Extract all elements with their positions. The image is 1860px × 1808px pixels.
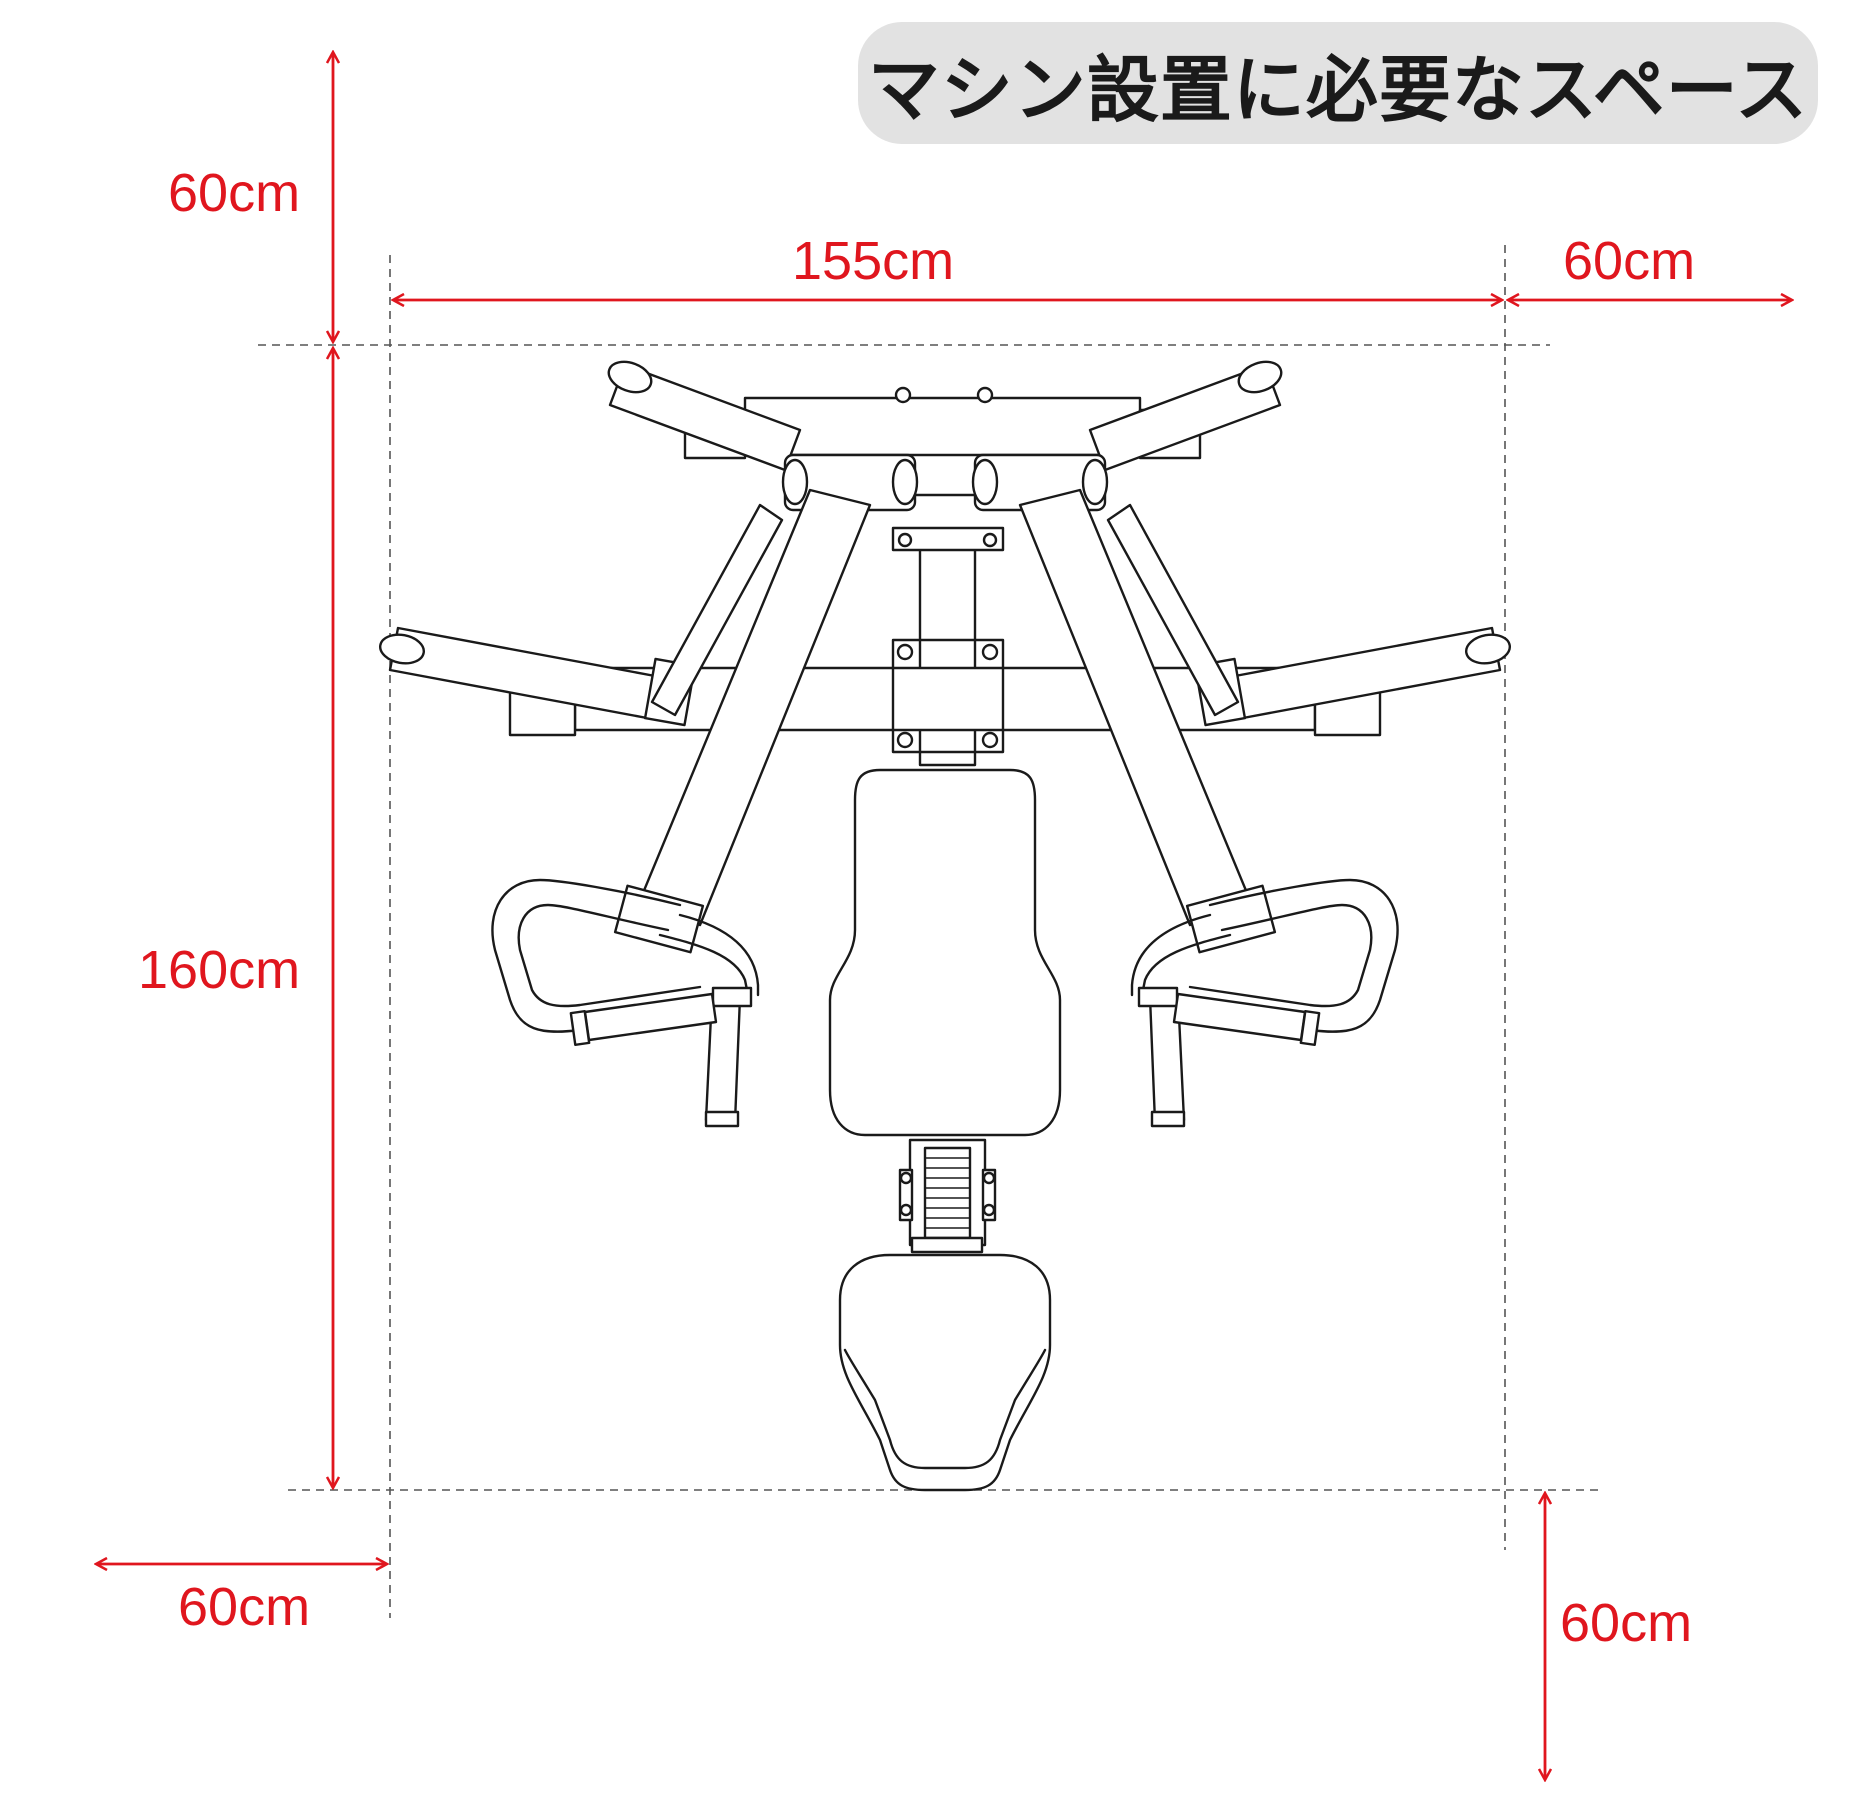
press-arm-left [636, 488, 872, 927]
right-clearance-label: 60cm [1563, 231, 1696, 291]
dimension-arrows [96, 52, 1792, 1780]
top-clearance-label: 60cm [168, 163, 301, 223]
strut-right [1106, 503, 1240, 717]
arm-sleeve-right [1185, 884, 1277, 954]
arm-sleeve-left [613, 884, 705, 954]
seat-pad [838, 1253, 1052, 1492]
machine-depth-label: 160cm [138, 940, 301, 1000]
title-badge: マシン設置に必要なスペース [858, 22, 1818, 144]
left-clearance-label: 60cm [178, 1577, 311, 1637]
bottom-clearance-label: 60cm [1560, 1593, 1693, 1653]
seat-rail [908, 1138, 987, 1247]
boundary-guides [258, 245, 1600, 1618]
strut-left [650, 503, 784, 717]
handle-loop-left [491, 878, 702, 1033]
page-title: マシン設置に必要なスペース [867, 47, 1809, 132]
handle-loop-right [1188, 878, 1399, 1033]
machine-drawing [378, 360, 1512, 1492]
machine-width-label: 155cm [792, 231, 955, 291]
press-arm-right [1018, 488, 1254, 927]
back-pad [828, 768, 1062, 1137]
seat-rail-teeth [924, 1157, 971, 1229]
